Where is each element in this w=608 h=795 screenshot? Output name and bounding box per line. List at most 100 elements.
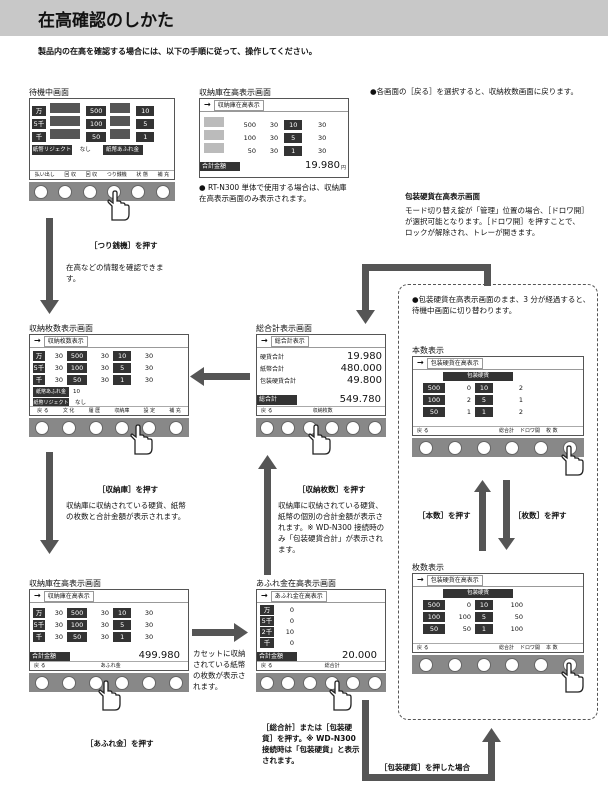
arrow-down [46, 218, 53, 303]
footer-button[interactable]: 文 化 [62, 408, 75, 414]
footer-button[interactable]: 総合計 [499, 428, 515, 434]
honsu-label: 本数表示 [412, 346, 444, 355]
footer-button[interactable]: 補 充 [157, 172, 170, 178]
key-button[interactable] [281, 675, 296, 690]
keypad [256, 673, 386, 692]
footer-button[interactable]: 総合計 [324, 663, 340, 669]
footer-button[interactable]: ドロワ開 [520, 428, 541, 434]
key-button[interactable] [533, 440, 548, 455]
footer-button[interactable]: 補 充 [169, 408, 181, 414]
key-button[interactable] [115, 675, 130, 690]
arrow-head-down-icon [356, 310, 375, 324]
press-mai-label: ［枚数］を押す [514, 511, 567, 520]
count-desc: 収納庫に収納されている硬貨、紙幣の個別の合計金額が表示されます。※ WD-N30… [278, 501, 385, 554]
footer-button[interactable]: 戻 る [261, 663, 273, 669]
footer-button[interactable]: 設 定 [143, 408, 156, 414]
footer-button[interactable]: 回 収 [85, 172, 98, 178]
package-info-text: モード切り替え錠が「管理」位置の場合、［ドロワ開］が選択可能となります。［ドロワ… [405, 206, 585, 237]
footer-button[interactable]: 回 収 [64, 172, 76, 178]
arrow-bottom [362, 700, 369, 780]
key-button[interactable] [505, 440, 520, 455]
key-button[interactable] [368, 675, 383, 690]
key-button[interactable] [155, 184, 170, 199]
key-button[interactable] [533, 657, 548, 672]
key-button[interactable] [476, 440, 491, 455]
standby-screen: 万 500 10 5千 100 5 千 50 1 紙幣リジェクト なし 紙幣あふ… [29, 98, 175, 180]
total-screen-label: 総合計表示画面 [256, 324, 312, 333]
arrow-down [46, 452, 53, 542]
press-total-label: ［総合計］または［包装硬貨］を押す。※ WD-N300 接続時は「包装硬貨」と表… [262, 723, 360, 765]
footer-button[interactable]: 払い出し [34, 172, 55, 178]
arrow-bottom [362, 774, 494, 781]
key-button[interactable] [303, 675, 318, 690]
back-note: ●各画面の［戻る］を選択すると、収納枚数画面に戻ります。 [370, 87, 578, 96]
standby-reject: 紙幣リジェクト なし 紙幣あふれ金 [32, 145, 174, 156]
arrow-down [503, 480, 510, 540]
key-button[interactable] [141, 675, 156, 690]
footer-button[interactable]: 状 態 [136, 172, 148, 178]
key-button[interactable] [346, 675, 361, 690]
key-button[interactable] [324, 420, 339, 435]
arrow-loop [484, 264, 491, 286]
standby-row: 万 500 10 [32, 103, 174, 116]
page-title: 在高確認のしかた [38, 11, 174, 31]
key-button[interactable] [259, 675, 274, 690]
footer-button[interactable]: 総合計 [499, 645, 515, 651]
footer-button[interactable]: 戻 る [417, 428, 429, 434]
key-button[interactable] [447, 657, 462, 672]
footer-button[interactable]: つり銭機 [106, 172, 127, 178]
key-button[interactable] [168, 675, 183, 690]
arrow-head-right-icon [234, 623, 248, 642]
footer-button[interactable]: ドロワ開 [520, 645, 541, 651]
key-button[interactable] [58, 184, 73, 199]
check-info: 在高などの情報を確認できます。 [66, 263, 164, 283]
key-button[interactable] [115, 420, 130, 435]
footer-button[interactable]: 枚 数 [546, 428, 558, 434]
key-button[interactable] [34, 184, 49, 199]
key-button[interactable] [35, 675, 50, 690]
count-footer: 戻 る 文 化 履 歴 収納庫 設 定 補 充 [30, 406, 188, 415]
keypad [29, 673, 189, 692]
cassette-note: カセットに収納されている紙幣の枚数が表示されます。 [193, 649, 246, 691]
package-info-title: 包装硬貨在高表示画面 [405, 192, 480, 201]
footer-button[interactable]: 戻 る [34, 663, 46, 669]
key-button[interactable] [61, 420, 76, 435]
key-button[interactable] [82, 184, 97, 199]
storage2-footer: 戻 る あふれ金 [30, 661, 188, 670]
pointing-hand-icon [98, 680, 121, 711]
footer-button[interactable]: 本 数 [546, 645, 558, 651]
key-button[interactable] [281, 420, 296, 435]
footer-button[interactable]: 戻 る [261, 408, 273, 414]
press-package-label: ［包装硬貨］を押した場合 [380, 763, 470, 772]
key-button[interactable] [35, 420, 50, 435]
key-button[interactable] [447, 440, 462, 455]
key-button[interactable] [505, 657, 520, 672]
key-button[interactable] [419, 657, 434, 672]
footer-button[interactable]: 戻 る [37, 408, 49, 414]
footer-button[interactable]: 収納枚数 [312, 408, 333, 414]
key-button[interactable] [131, 184, 146, 199]
key-button[interactable] [141, 420, 156, 435]
footer-button[interactable]: あふれ金 [100, 663, 121, 669]
press-change-label: ［つり銭機］を押す [90, 241, 158, 250]
footer-button[interactable]: 戻 る [417, 645, 429, 651]
key-button[interactable] [61, 675, 76, 690]
storage-row: 500 30 10 30 [204, 117, 327, 130]
footer-button[interactable]: 収納庫 [114, 408, 130, 414]
arrow-head-up-icon [258, 455, 277, 469]
key-button[interactable] [168, 420, 183, 435]
key-button[interactable] [368, 420, 383, 435]
storage-row: 100 30 5 30 [204, 130, 327, 143]
key-button[interactable] [419, 440, 434, 455]
arrow-head-up-icon [474, 480, 491, 492]
key-button[interactable] [88, 675, 103, 690]
key-button[interactable] [476, 657, 491, 672]
key-button[interactable] [346, 420, 361, 435]
footer-button[interactable]: 履 歴 [88, 408, 101, 414]
key-button[interactable] [259, 420, 274, 435]
key-button[interactable] [88, 420, 103, 435]
